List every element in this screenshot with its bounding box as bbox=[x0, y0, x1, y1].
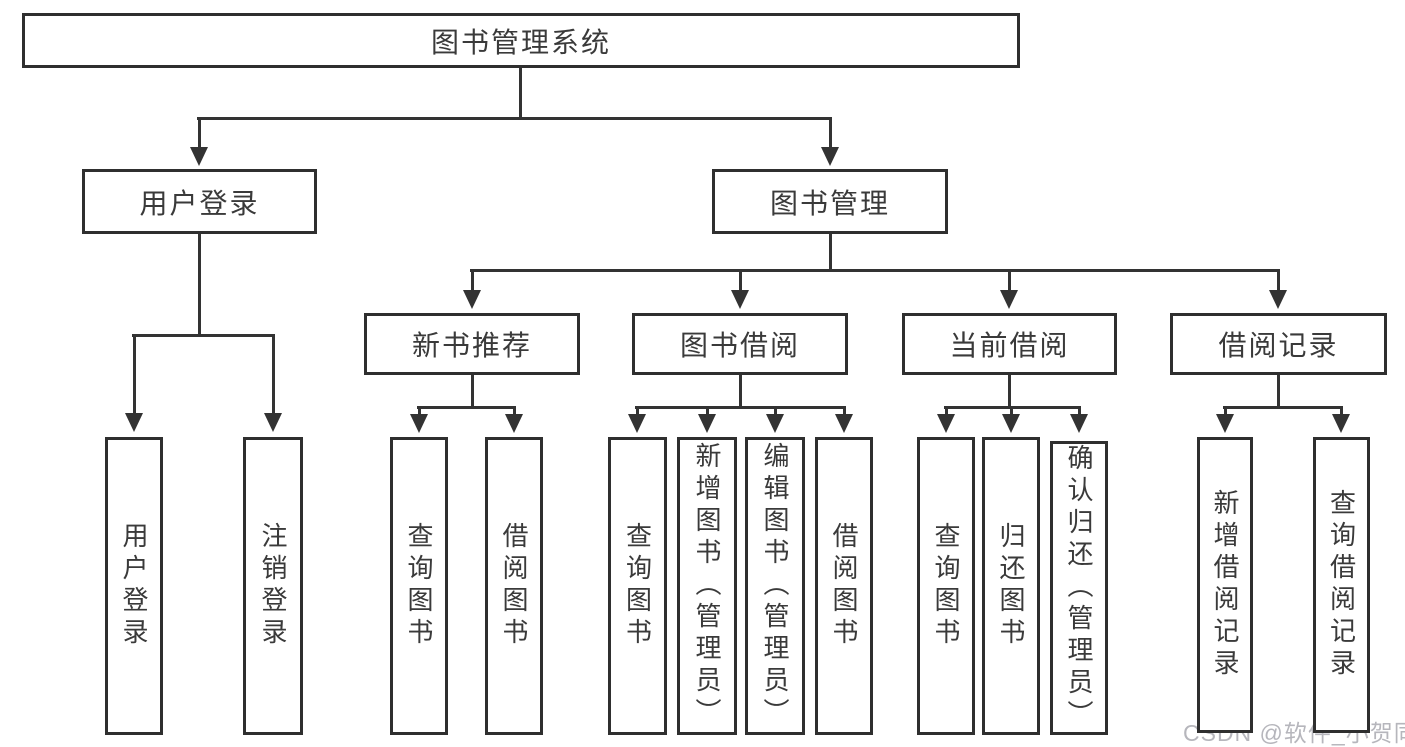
node-label: 确认归还（管理员） bbox=[1064, 444, 1094, 732]
node-root: 图书管理系统 bbox=[22, 13, 1020, 68]
node-leaf-add-book: 新增图书（管理员） bbox=[677, 437, 737, 735]
arrow-down-icon bbox=[766, 414, 784, 433]
node-leaf-return-book: 归还图书 bbox=[982, 437, 1040, 735]
edge-line-vertical bbox=[1339, 407, 1343, 416]
node-leaf-query-borrow-record: 查询借阅记录 bbox=[1313, 437, 1370, 733]
arrow-down-icon bbox=[1002, 414, 1020, 433]
arrow-down-icon bbox=[505, 414, 523, 433]
edge-line-vertical bbox=[512, 407, 516, 416]
node-label: 归还图书 bbox=[996, 522, 1026, 650]
edge-line-vertical bbox=[738, 270, 742, 292]
node-borrow-record: 借阅记录 bbox=[1170, 313, 1387, 375]
node-leaf-borrow-book-borrow: 借阅图书 bbox=[815, 437, 873, 735]
node-leaf-query-book-current: 查询图书 bbox=[917, 437, 975, 735]
node-label: 查询图书 bbox=[622, 522, 653, 650]
edge-line-vertical bbox=[197, 232, 201, 337]
node-leaf-add-borrow-record: 新增借阅记录 bbox=[1197, 437, 1253, 733]
edge-line-vertical bbox=[842, 407, 846, 416]
arrow-down-icon bbox=[190, 147, 208, 166]
arrow-down-icon bbox=[1332, 414, 1350, 433]
edge-line-horizontal bbox=[635, 405, 846, 409]
edge-line-vertical bbox=[271, 335, 275, 415]
arrow-down-icon bbox=[1269, 290, 1287, 309]
node-label: 借阅图书 bbox=[829, 522, 859, 650]
arrow-down-icon bbox=[628, 414, 646, 433]
edge-line-vertical bbox=[417, 407, 421, 416]
node-leaf-edit-book: 编辑图书（管理员） bbox=[745, 437, 805, 735]
edge-line-horizontal bbox=[417, 405, 516, 409]
edge-line-horizontal bbox=[197, 116, 832, 120]
node-label: 查询图书 bbox=[931, 522, 961, 650]
node-new-book-rec: 新书推荐 bbox=[364, 313, 580, 375]
arrow-down-icon bbox=[463, 290, 481, 309]
arrow-down-icon bbox=[1216, 414, 1234, 433]
edge-line-horizontal bbox=[944, 405, 1081, 409]
edge-line-horizontal bbox=[1223, 405, 1343, 409]
edge-line-vertical bbox=[1223, 407, 1227, 416]
node-label: 用户登录 bbox=[139, 187, 260, 219]
edge-line-vertical bbox=[705, 407, 709, 416]
edge-line-vertical bbox=[1007, 270, 1011, 292]
node-label: 借阅图书 bbox=[499, 522, 529, 650]
node-user-login: 用户登录 bbox=[82, 169, 317, 234]
node-label: 用户登录 bbox=[119, 522, 149, 650]
node-current-borrow: 当前借阅 bbox=[902, 313, 1117, 375]
node-label: 借阅记录 bbox=[1218, 330, 1339, 361]
edge-line-vertical bbox=[132, 335, 136, 415]
node-label: 查询借阅记录 bbox=[1326, 489, 1357, 681]
edge-line-vertical bbox=[944, 407, 948, 416]
arrow-down-icon bbox=[410, 414, 428, 433]
node-label: 图书借阅 bbox=[679, 330, 800, 361]
arrow-down-icon bbox=[1000, 290, 1018, 309]
edge-line-vertical bbox=[635, 407, 639, 416]
edge-line-vertical bbox=[470, 373, 474, 409]
node-leaf-borrow-book-new: 借阅图书 bbox=[485, 437, 543, 735]
edge-line-vertical bbox=[470, 270, 474, 292]
node-leaf-logout: 注销登录 bbox=[243, 437, 303, 735]
edge-line-vertical bbox=[1077, 407, 1081, 416]
node-label: 图书管理 bbox=[769, 187, 890, 219]
edge-line-horizontal bbox=[132, 333, 275, 337]
node-label: 编辑图书（管理员） bbox=[760, 442, 790, 730]
node-book-borrow: 图书借阅 bbox=[632, 313, 848, 375]
edge-line-vertical bbox=[828, 118, 832, 149]
node-leaf-query-book-borrow: 查询图书 bbox=[608, 437, 667, 735]
node-label: 注销登录 bbox=[258, 522, 288, 650]
edge-line-vertical bbox=[518, 66, 522, 120]
node-leaf-query-book-new: 查询图书 bbox=[390, 437, 448, 735]
edge-line-vertical bbox=[1007, 373, 1011, 409]
node-label: 当前借阅 bbox=[949, 330, 1070, 361]
node-book-mgmt: 图书管理 bbox=[712, 169, 948, 234]
arrow-down-icon bbox=[1070, 414, 1088, 433]
node-leaf-user-login: 用户登录 bbox=[105, 437, 163, 735]
edge-line-vertical bbox=[773, 407, 777, 416]
arrow-down-icon bbox=[835, 414, 853, 433]
node-leaf-confirm-return: 确认归还（管理员） bbox=[1050, 441, 1108, 735]
arrow-down-icon bbox=[731, 290, 749, 309]
edge-line-vertical bbox=[1276, 270, 1280, 292]
arrow-down-icon bbox=[264, 413, 282, 432]
node-label: 图书管理系统 bbox=[430, 26, 611, 58]
edge-line-vertical bbox=[1276, 373, 1280, 409]
edge-line-vertical bbox=[828, 232, 832, 272]
edge-line-horizontal bbox=[470, 268, 1280, 272]
arrow-down-icon bbox=[125, 413, 143, 432]
arrow-down-icon bbox=[937, 414, 955, 433]
node-label: 新书推荐 bbox=[411, 330, 532, 361]
node-label: 查询图书 bbox=[404, 522, 434, 650]
edge-line-vertical bbox=[1009, 407, 1013, 416]
arrow-down-icon bbox=[821, 147, 839, 166]
node-label: 新增图书（管理员） bbox=[692, 442, 722, 730]
edge-line-vertical bbox=[197, 118, 201, 149]
arrow-down-icon bbox=[698, 414, 716, 433]
edge-line-vertical bbox=[738, 373, 742, 409]
node-label: 新增借阅记录 bbox=[1210, 489, 1240, 681]
